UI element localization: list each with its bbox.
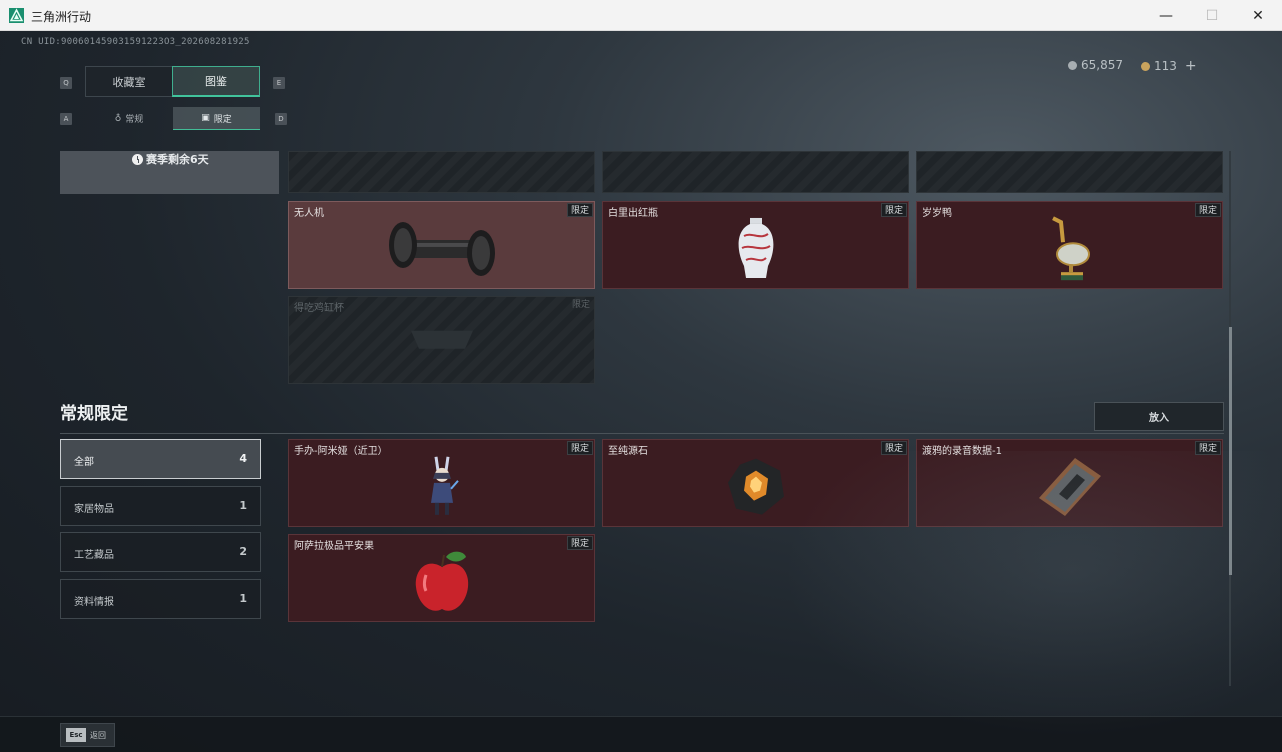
filter-label: 家居物品 xyxy=(74,504,114,515)
item-card-duck[interactable]: 岁岁鸭 限定 xyxy=(916,201,1223,289)
close-button[interactable]: ✕ xyxy=(1235,0,1281,31)
item-card-partial[interactable] xyxy=(288,151,595,193)
limited-badge: 限定 xyxy=(566,441,593,455)
chicken-cup-icon xyxy=(410,330,473,349)
key-hint-e: E xyxy=(273,77,285,89)
limited-badge: 限定 xyxy=(1194,203,1221,217)
item-card-data-tape[interactable]: 渡鸦的录音数据-1 限定 xyxy=(916,439,1223,527)
app-logo-icon xyxy=(9,8,24,23)
item-card-originium[interactable]: 至纯源石 限定 xyxy=(602,439,909,527)
originium-icon xyxy=(727,458,784,515)
item-name: 渡鸦的录音数据-1 xyxy=(922,446,1002,457)
maximize-icon: ☐ xyxy=(1205,7,1219,24)
back-label: 返回 xyxy=(90,730,106,740)
item-name: 白里出红瓶 xyxy=(608,208,658,219)
filter-count: 1 xyxy=(239,592,247,605)
filter-all[interactable]: 全部 4 xyxy=(60,439,261,479)
limited-badge: 限定 xyxy=(566,536,593,550)
limited-tab-icon: ▣ xyxy=(201,113,210,123)
tab-collection-room[interactable]: 收藏室 xyxy=(85,66,173,97)
limited-badge: 限定 xyxy=(571,300,590,310)
tab-regular-label: 常规 xyxy=(125,115,144,125)
item-card-vase[interactable]: 白里出红瓶 限定 xyxy=(602,201,909,289)
key-hint-d: D xyxy=(275,113,287,125)
filter-crafts[interactable]: 工艺藏品 2 xyxy=(60,532,261,572)
item-card-chicken-cup[interactable]: 得吃鸡缸杯 限定 xyxy=(288,296,595,384)
item-name: 手办-阿米娅（近卫） xyxy=(294,446,388,457)
tab-regular[interactable]: ♁ 常规 xyxy=(85,107,173,130)
limited-badge: 限定 xyxy=(880,203,907,217)
item-name: 得吃鸡缸杯 xyxy=(294,303,344,314)
maximize-button[interactable]: ☐ xyxy=(1189,0,1235,31)
game-viewport: CN UID:900601459031591223O3_202608281925… xyxy=(0,31,1282,752)
currency-silver-value: 65,857 xyxy=(1081,58,1123,72)
filter-label: 工艺藏品 xyxy=(74,550,114,561)
season-remaining: 赛季剩余6天 xyxy=(132,151,209,167)
filter-count: 2 xyxy=(239,545,247,558)
bronze-duck-icon xyxy=(1051,216,1090,281)
item-card-drone[interactable]: 无人机 限定 xyxy=(288,201,595,289)
filter-intel[interactable]: 资料情报 1 xyxy=(60,579,261,619)
key-hint-a: A xyxy=(60,113,72,125)
section-title: 常规限定 xyxy=(60,404,128,424)
filter-label: 全部 xyxy=(74,457,94,468)
minimize-button[interactable]: — xyxy=(1143,0,1189,31)
data-tape-icon xyxy=(1038,457,1101,516)
drone-roller-icon xyxy=(388,221,495,276)
item-card-partial[interactable] xyxy=(602,151,909,193)
clock-icon xyxy=(132,153,143,165)
filter-home-items[interactable]: 家居物品 1 xyxy=(60,486,261,526)
limited-badge: 限定 xyxy=(1194,441,1221,455)
tab-codex[interactable]: 图鉴 xyxy=(172,66,260,97)
item-card-apple[interactable]: 阿萨拉极品平安果 限定 xyxy=(288,534,595,622)
item-name: 阿萨拉极品平安果 xyxy=(294,541,374,552)
filter-count: 4 xyxy=(239,452,247,465)
tab-limited[interactable]: ▣ 限定 xyxy=(173,107,260,130)
figurine-icon xyxy=(430,456,459,515)
item-name: 岁岁鸭 xyxy=(922,208,952,219)
limited-badge: 限定 xyxy=(880,441,907,455)
porcelain-vase-icon xyxy=(738,217,773,278)
regular-tab-icon: ♁ xyxy=(114,113,122,124)
currency-gold: 113 + xyxy=(1141,58,1197,74)
add-currency-button[interactable]: + xyxy=(1184,58,1197,74)
filter-count: 1 xyxy=(239,499,247,512)
silver-coin-icon xyxy=(1068,60,1077,70)
gold-coin-icon xyxy=(1141,61,1150,71)
back-button[interactable]: Esc 返回 xyxy=(60,723,115,747)
key-hint-q: Q xyxy=(60,77,72,89)
currency-silver: 65,857 xyxy=(1068,58,1123,72)
put-in-button[interactable]: 放入 xyxy=(1094,402,1224,431)
item-name: 至纯源石 xyxy=(608,446,648,457)
player-uid: CN UID:900601459031591223O3_202608281925 xyxy=(21,37,250,47)
item-card-figurine[interactable]: 手办-阿米娅（近卫） 限定 xyxy=(288,439,595,527)
section-divider xyxy=(60,433,1224,434)
esc-key-hint: Esc xyxy=(66,728,86,742)
filter-label: 资料情报 xyxy=(74,597,114,608)
apple-icon xyxy=(415,551,468,611)
season-remaining-text: 赛季剩余6天 xyxy=(146,153,209,166)
season-remaining-panel: 赛季剩余6天 xyxy=(60,151,279,194)
scrollbar-thumb[interactable] xyxy=(1229,327,1232,575)
item-name: 无人机 xyxy=(294,208,324,219)
close-icon: ✕ xyxy=(1252,7,1264,24)
window-titlebar: 三角洲行动 — ☐ ✕ xyxy=(0,0,1282,31)
minimize-icon: — xyxy=(1159,7,1173,24)
limited-badge: 限定 xyxy=(566,203,593,217)
item-card-partial[interactable] xyxy=(916,151,1223,193)
currency-gold-value: 113 xyxy=(1154,59,1177,73)
window-title: 三角洲行动 xyxy=(31,10,92,24)
tab-limited-label: 限定 xyxy=(213,114,232,125)
bottom-bar: Esc 返回 xyxy=(0,716,1282,752)
